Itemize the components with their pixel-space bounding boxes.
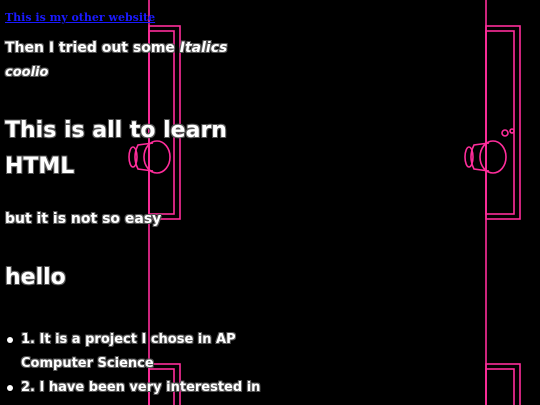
coolio-text: coolio bbox=[5, 65, 49, 80]
not-easy-text: but it is not so easy bbox=[5, 211, 162, 227]
hello-heading: hello bbox=[5, 265, 66, 290]
other-website-link[interactable]: This is my other website bbox=[5, 11, 156, 24]
italics-line-text: Then I tried out some bbox=[5, 40, 180, 56]
italics-line: Then I tried out some Italics bbox=[5, 40, 227, 56]
list-item: 2. I have been very interested in bbox=[7, 376, 281, 400]
right-door bbox=[464, 0, 521, 405]
page-heading: This is all to learn HTML bbox=[5, 118, 227, 179]
left-door bbox=[128, 0, 181, 405]
list-item: 1. It is a project I chose in AP Compute… bbox=[7, 328, 281, 376]
facts-list: 1. It is a project I chose in AP Compute… bbox=[5, 328, 281, 400]
italics-word: Italics bbox=[179, 40, 228, 56]
